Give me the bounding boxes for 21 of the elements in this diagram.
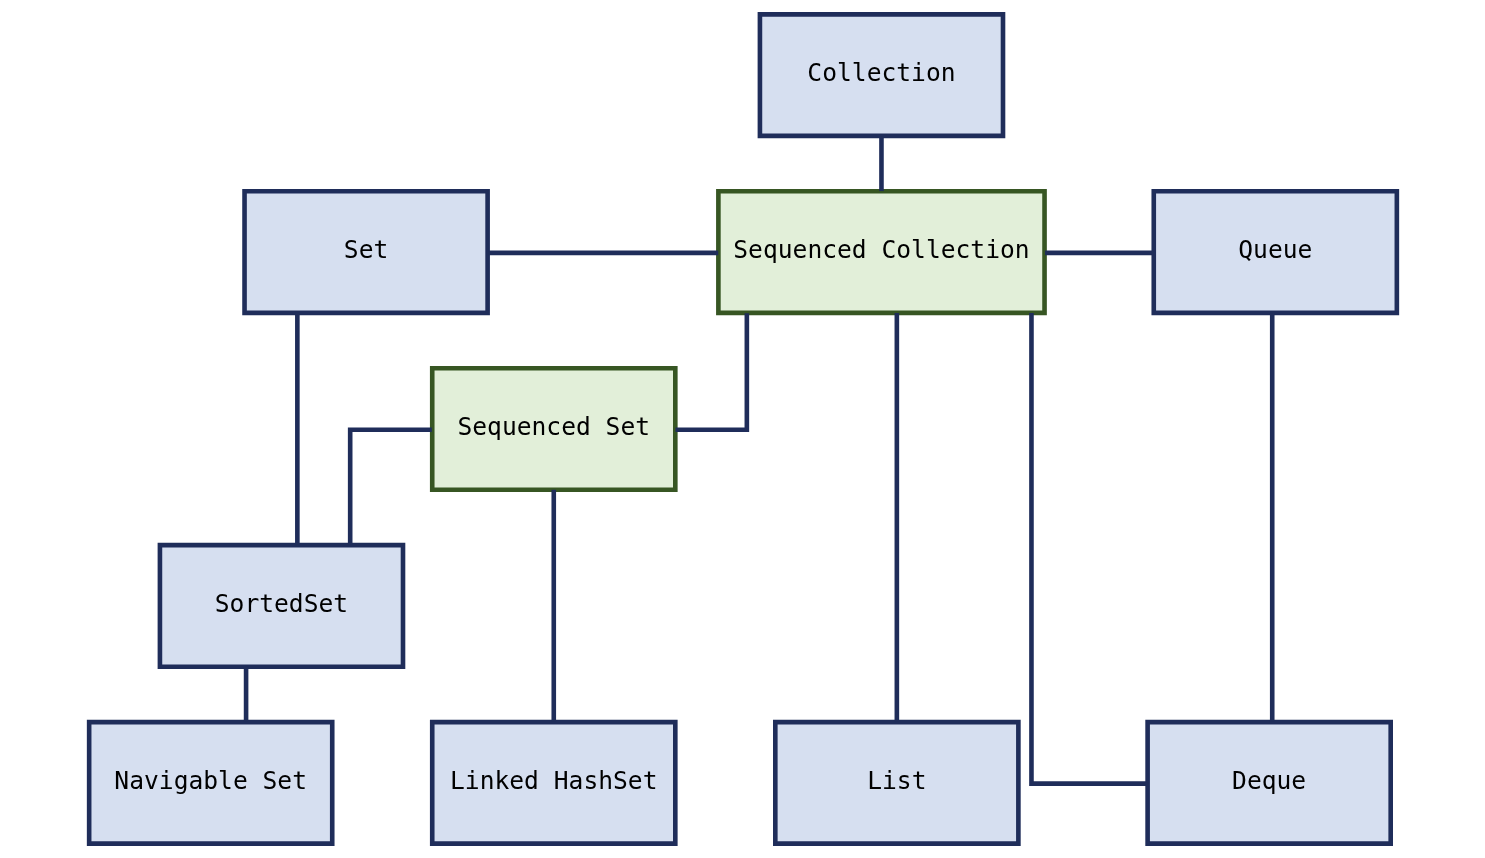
node-box: Sequenced Collection: [715, 189, 1047, 316]
node-box: Navigable Set: [86, 719, 335, 846]
connector: [347, 427, 432, 545]
node-box: Set: [241, 189, 490, 316]
connector: [894, 312, 899, 722]
connector: [1269, 312, 1275, 722]
connector: [878, 136, 884, 192]
node-box: SortedSet: [157, 542, 405, 669]
connector: [487, 250, 718, 256]
connector: [294, 312, 300, 545]
connector: [243, 666, 248, 722]
connector: [1028, 313, 1147, 786]
node-box: Linked HashSet: [429, 719, 678, 846]
node-box: List: [772, 719, 1021, 846]
node-box: Collection: [757, 12, 1005, 139]
node-box: Deque: [1144, 719, 1393, 846]
node-box: Sequenced Set: [429, 365, 678, 493]
connector: [1044, 250, 1154, 256]
connector: [550, 489, 556, 722]
node-box: Queue: [1150, 189, 1399, 316]
connector: [675, 313, 749, 433]
